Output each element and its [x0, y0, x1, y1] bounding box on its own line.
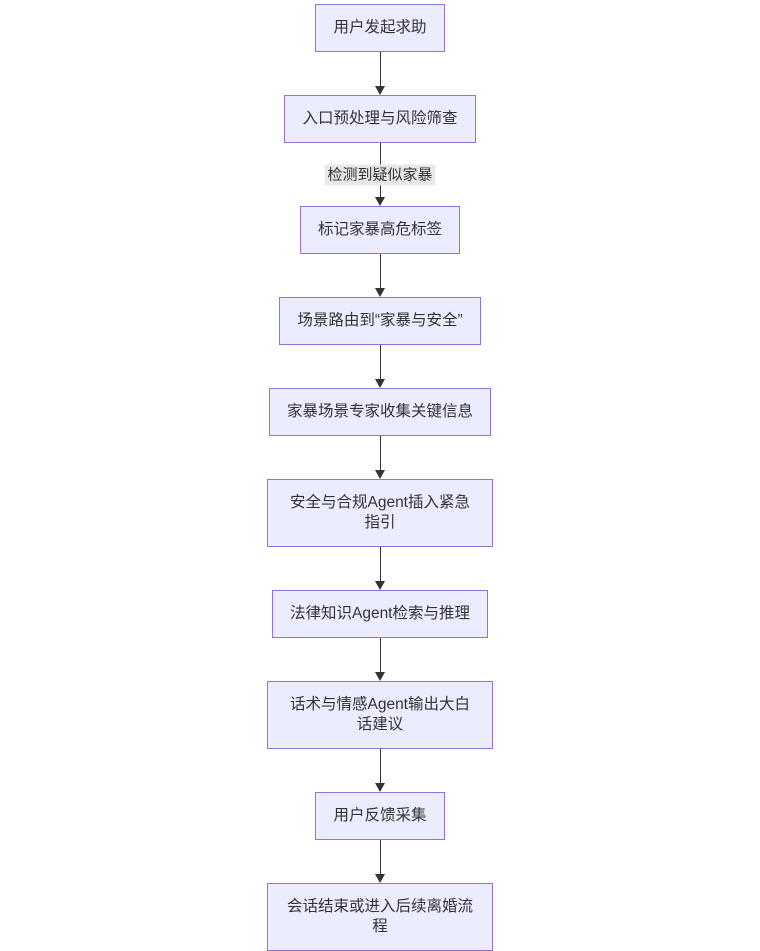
flow-node-legal-knowledge-agent-retrieval-reasoning: 法律知识Agent检索与推理 [271, 590, 488, 638]
arrow-line [379, 254, 381, 288]
arrow-down-icon [375, 197, 385, 206]
arrow-down-icon [375, 86, 385, 95]
arrow-down-icon [375, 874, 385, 883]
flow-node-route-to-dv-and-safety: 场景路由到“家暴与安全” [279, 297, 481, 345]
arrow-line [379, 52, 381, 86]
flow-arrow-4 [375, 345, 385, 388]
flow-arrow-9 [375, 840, 385, 883]
arrow-line [379, 638, 381, 672]
arrow-down-icon [375, 288, 385, 297]
flow-arrow-5 [375, 436, 385, 479]
flow-node-mark-dv-high-risk-label: 标记家暴高危标签 [299, 206, 460, 254]
flow-node-entry-preprocessing-risk-screening: 入口预处理与风险筛查 [284, 95, 476, 143]
flow-arrow-1 [375, 52, 385, 95]
flow-node-speech-emotion-agent-plain-advice: 话术与情感Agent输出大白话建议 [267, 681, 493, 749]
arrow-line [379, 840, 381, 874]
flow-node-safety-compliance-agent-emergency-guidance: 安全与合规Agent插入紧急指引 [267, 479, 493, 547]
edge-label-detected-suspected-dv: 检测到疑似家暴 [324, 164, 436, 185]
arrow-line [379, 547, 381, 581]
flow-arrow-6 [375, 547, 385, 590]
arrow-down-icon [375, 783, 385, 792]
flow-node-dv-expert-collect-key-info: 家暴场景专家收集关键信息 [268, 388, 491, 436]
flow-node-user-feedback-collection: 用户反馈采集 [315, 792, 445, 840]
arrow-down-icon [375, 470, 385, 479]
flow-arrow-8 [375, 749, 385, 792]
arrow-line [379, 345, 381, 379]
arrow-down-icon [375, 379, 385, 388]
arrow-line [379, 436, 381, 470]
flow-node-user-initiates-help: 用户发起求助 [315, 4, 445, 52]
arrow-line [379, 749, 381, 783]
arrow-down-icon [375, 672, 385, 681]
flow-arrow-3 [375, 254, 385, 297]
flow-arrow-7 [375, 638, 385, 681]
arrow-down-icon [375, 581, 385, 590]
flow-arrow-2: 检测到疑似家暴 [324, 143, 436, 206]
flow-node-session-end-or-divorce-process: 会话结束或进入后续离婚流程 [267, 883, 493, 951]
